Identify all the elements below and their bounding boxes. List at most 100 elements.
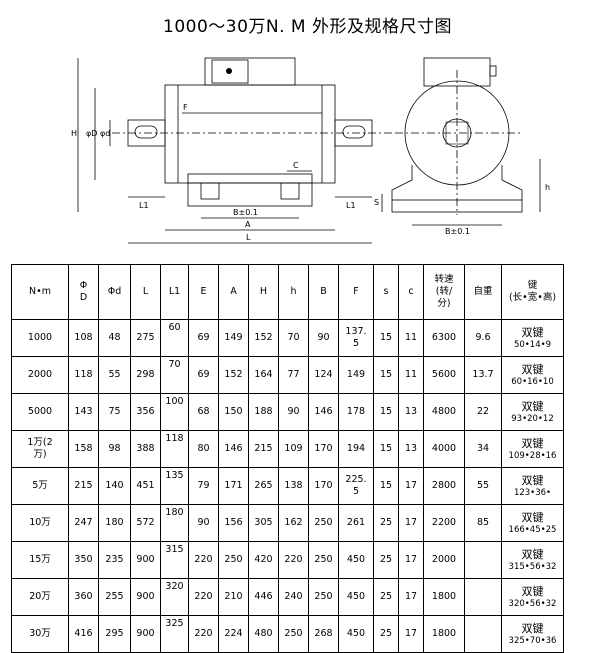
cell-d: 55 bbox=[98, 356, 131, 394]
label-a: A bbox=[245, 220, 251, 229]
cell-l: 451 bbox=[130, 467, 161, 505]
cell-h: 152 bbox=[248, 319, 279, 357]
cell-c: 17 bbox=[398, 541, 424, 579]
label-l1-left: L1 bbox=[139, 201, 149, 210]
key-type: 双键 bbox=[521, 584, 544, 598]
cell-d: 350 bbox=[68, 541, 99, 579]
key-dimensions: 123•36• bbox=[513, 487, 552, 498]
label-b-tolerance: B±0.1 bbox=[233, 208, 258, 217]
cell-l1: 180 bbox=[160, 504, 189, 542]
cell-c: 11 bbox=[398, 356, 424, 394]
cell-h: 138 bbox=[278, 467, 309, 505]
key-dimensions: 166•45•25 bbox=[508, 524, 557, 535]
cell-c: 17 bbox=[398, 467, 424, 505]
cell-weight: 34 bbox=[464, 430, 502, 468]
cell-s: 15 bbox=[373, 319, 399, 357]
cell-h: 188 bbox=[248, 393, 279, 431]
cell-e: 80 bbox=[188, 430, 219, 468]
key-type: 双键 bbox=[521, 621, 544, 635]
cell-e: 69 bbox=[188, 319, 219, 357]
cell-a: 250 bbox=[218, 541, 249, 579]
cell-speed: 1800 bbox=[423, 578, 465, 616]
label-s: S bbox=[374, 198, 379, 207]
cell-l1: 60 bbox=[160, 319, 189, 357]
key-dimensions: 93•20•12 bbox=[511, 413, 554, 424]
cell-b: 170 bbox=[308, 467, 339, 505]
key-dimensions: 320•56•32 bbox=[508, 598, 557, 609]
cell-weight: 9.6 bbox=[464, 319, 502, 357]
key-type: 双键 bbox=[521, 510, 544, 524]
cell-h: 240 bbox=[278, 578, 309, 616]
cell-b: 90 bbox=[308, 319, 339, 357]
cell-d: 255 bbox=[98, 578, 131, 616]
connector-box bbox=[204, 57, 296, 86]
cell-s: 25 bbox=[373, 541, 399, 579]
cell-weight bbox=[464, 541, 502, 579]
cell-weight: 22 bbox=[464, 393, 502, 431]
cell-b: 124 bbox=[308, 356, 339, 394]
cell-a: 156 bbox=[218, 504, 249, 542]
cell-h: 77 bbox=[278, 356, 309, 394]
cell-l1: 70 bbox=[160, 356, 189, 394]
label-f: F bbox=[183, 103, 188, 112]
column-header: Φd bbox=[98, 264, 131, 320]
cell-l: 388 bbox=[130, 430, 161, 468]
column-header: L bbox=[130, 264, 161, 320]
key-type: 双键 bbox=[521, 436, 544, 450]
cell-s: 15 bbox=[373, 467, 399, 505]
cell-weight: 55 bbox=[464, 467, 502, 505]
cell-l1: 320 bbox=[160, 578, 189, 616]
cell-e: 69 bbox=[188, 356, 219, 394]
column-header: 转速 (转/ 分) bbox=[423, 264, 465, 320]
cell-a: 171 bbox=[218, 467, 249, 505]
column-header: N•m bbox=[11, 264, 69, 320]
cell-d: 360 bbox=[68, 578, 99, 616]
cell-a: 149 bbox=[218, 319, 249, 357]
cell-speed: 6300 bbox=[423, 319, 465, 357]
cell-d: 143 bbox=[68, 393, 99, 431]
cell-speed: 4800 bbox=[423, 393, 465, 431]
key-dimensions: 315•56•32 bbox=[508, 561, 557, 572]
label-h-center: h bbox=[545, 183, 550, 192]
cell-nm: 10万 bbox=[11, 504, 69, 542]
cell-l1: 325 bbox=[160, 615, 189, 653]
base-plate bbox=[187, 173, 313, 207]
cell-d: 140 bbox=[98, 467, 131, 505]
cell-l: 275 bbox=[130, 319, 161, 357]
label-phi-d-shaft: φd bbox=[100, 129, 110, 138]
cell-c: 11 bbox=[398, 319, 424, 357]
cell-d: 295 bbox=[98, 615, 131, 653]
cell-h: 446 bbox=[248, 578, 279, 616]
cell-h: 215 bbox=[248, 430, 279, 468]
cell-d: 158 bbox=[68, 430, 99, 468]
cell-weight bbox=[464, 615, 502, 653]
cell-d: 98 bbox=[98, 430, 131, 468]
cell-d: 247 bbox=[68, 504, 99, 542]
cell-speed: 1800 bbox=[423, 615, 465, 653]
cell-f: 450 bbox=[338, 578, 374, 616]
label-l1-right: L1 bbox=[346, 201, 356, 210]
cell-b: 250 bbox=[308, 578, 339, 616]
cell-nm: 15万 bbox=[11, 541, 69, 579]
column-header: A bbox=[218, 264, 249, 320]
sensor-body bbox=[164, 84, 336, 184]
cell-speed: 5600 bbox=[423, 356, 465, 394]
cell-nm: 5万 bbox=[11, 467, 69, 505]
cell-d: 180 bbox=[98, 504, 131, 542]
key-dimensions: 50•14•9 bbox=[513, 339, 552, 350]
label-phi-d-outer: φD bbox=[86, 129, 97, 138]
cell-f: 137. 5 bbox=[338, 319, 374, 357]
cell-f: 450 bbox=[338, 541, 374, 579]
cell-a: 224 bbox=[218, 615, 249, 653]
column-header: s bbox=[373, 264, 399, 320]
